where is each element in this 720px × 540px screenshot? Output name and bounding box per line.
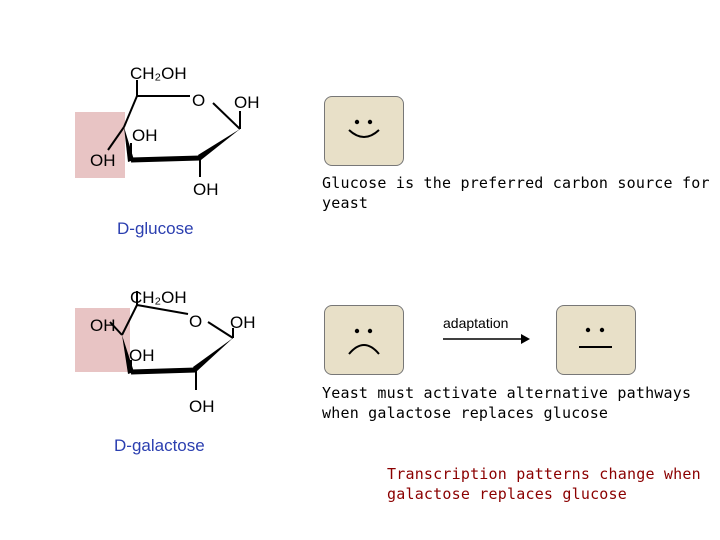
- glucose-highlight: [75, 112, 125, 178]
- adaptation-arrow-icon: [443, 334, 530, 344]
- galactose-note-line-2: when galactose replaces glucose: [322, 404, 609, 422]
- galactose-ring-oxygen-label: O: [189, 312, 202, 331]
- neutral-face-icon: [556, 305, 636, 375]
- glucose-note-line-1: Glucose is the preferred carbon source f…: [322, 174, 710, 192]
- sad-face-icon: [324, 305, 404, 375]
- glucose-name: D-glucose: [117, 219, 194, 238]
- glucose-structure: CH₂OH O OH OH OH OH: [70, 55, 280, 210]
- happy-face-icon: [324, 96, 404, 166]
- galactose-ch2oh-label: CH₂OH: [130, 288, 187, 307]
- galactose-structure: CH₂OH O OH OH OH OH: [70, 278, 280, 428]
- galactose-name: D-galactose: [114, 436, 205, 455]
- transcription-note: Transcription patterns change when galac…: [387, 464, 701, 504]
- glucose-ring-diagram: CH₂OH O OH OH OH OH: [75, 64, 260, 199]
- galactose-highlight: [75, 308, 130, 372]
- glucose-ch2oh-label: CH₂OH: [130, 64, 187, 83]
- transcription-note-line-1: Transcription patterns change when: [387, 465, 701, 483]
- glucose-note-line-2: yeast: [322, 194, 369, 212]
- galactose-c3-oh-label: OH: [129, 346, 155, 365]
- glucose-c4-oh-label: OH: [90, 151, 116, 170]
- glucose-note: Glucose is the preferred carbon source f…: [322, 173, 710, 213]
- galactose-c1-oh-label: OH: [230, 313, 256, 332]
- galactose-note-line-1: Yeast must activate alternative pathways: [322, 384, 692, 402]
- glucose-ring-oxygen-label: O: [192, 91, 205, 110]
- galactose-ring-diagram: CH₂OH O OH OH OH OH: [75, 288, 256, 416]
- glucose-c2-oh-label: OH: [193, 180, 219, 199]
- galactose-c4-oh-label: OH: [90, 316, 116, 335]
- galactose-note: Yeast must activate alternative pathways…: [322, 383, 691, 423]
- glucose-c3-oh-label: OH: [132, 126, 158, 145]
- galactose-c2-oh-label: OH: [189, 397, 215, 416]
- adaptation-label: adaptation: [443, 315, 509, 331]
- glucose-c1-oh-label: OH: [234, 93, 260, 112]
- transcription-note-line-2: galactose replaces glucose: [387, 485, 627, 503]
